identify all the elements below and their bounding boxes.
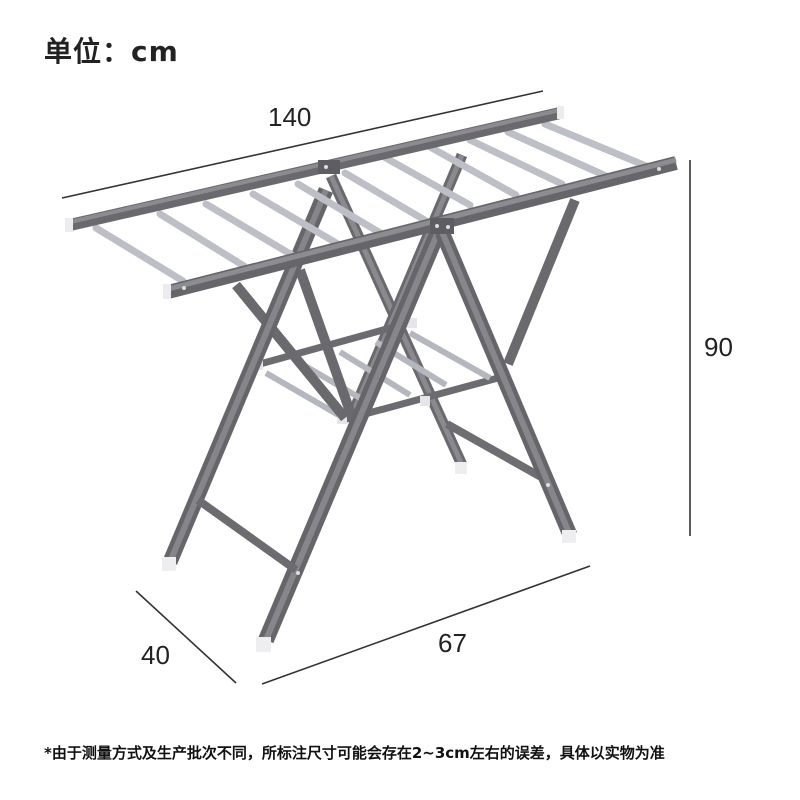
foot-cap — [256, 637, 271, 652]
foot-cap — [162, 557, 176, 571]
depth-dimension-line — [135, 590, 237, 684]
unit-label: 单位：cm — [44, 35, 179, 68]
top-rack — [65, 106, 678, 575]
depth-label: 40 — [141, 640, 170, 670]
measurement-disclaimer: *由于测量方式及生产批次不同，所标注尺寸可能会存在2~3cm左右的误差，具体以实… — [44, 744, 665, 762]
length-dimension-line — [61, 90, 544, 199]
foot-cap — [562, 530, 576, 543]
width-label: 67 — [438, 628, 467, 658]
width-dimension-line — [261, 565, 591, 685]
height-label: 90 — [704, 332, 733, 362]
length-label: 140 — [268, 102, 311, 132]
foot-cap — [455, 462, 467, 474]
dimension-lines — [61, 90, 691, 685]
